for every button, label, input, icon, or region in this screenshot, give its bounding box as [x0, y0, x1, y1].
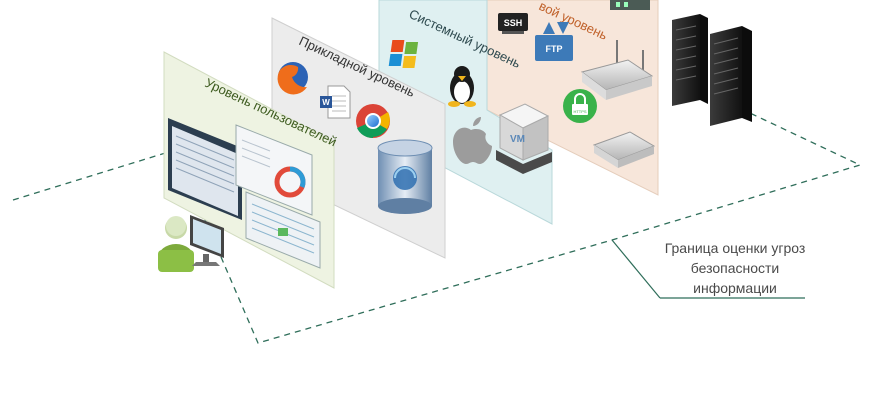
linux-tux-icon: [448, 66, 476, 107]
caption-leader-line: [611, 239, 661, 299]
svg-text:VM: VM: [510, 134, 525, 145]
svg-text:HTTPS: HTTPS: [573, 109, 586, 114]
svg-text:SSH: SSH: [504, 18, 523, 28]
boundary-line: [12, 79, 862, 344]
user-avatar-icon: [158, 216, 194, 272]
system-layer: Системный уровень VM: [378, 0, 553, 225]
boundary-caption-line-3: информации: [693, 280, 777, 296]
firefox-icon: [277, 62, 308, 95]
word-document-icon: W: [320, 85, 351, 119]
boundary-caption-line-1: Граница оценки угроз: [664, 240, 806, 256]
chrome-icon: [356, 104, 390, 139]
https-lock-icon: HTTPS: [563, 89, 597, 123]
virtual-machine-icon: VM: [496, 103, 552, 174]
router-icon: [580, 40, 654, 100]
report-screenshot: [245, 191, 321, 269]
boundary-caption-line-2: безопасности: [690, 260, 780, 276]
boundary-caption: Граница оценки угроз безопасности информ…: [640, 238, 830, 298]
dashboard-screenshot: [235, 124, 313, 216]
monitoring-screenshot: [168, 118, 242, 220]
database-icon: [377, 139, 433, 214]
network-appliance-icon: [592, 131, 656, 168]
network-card-icon: [610, 0, 650, 10]
server-rack-icon: [672, 14, 752, 126]
user-layer: Уровень пользователей: [163, 51, 339, 289]
apple-icon: [453, 117, 492, 164]
computer-monitor-icon: [190, 215, 224, 266]
network-layer: вой уровень SSH FTP: [486, 0, 659, 196]
ssh-icon: SSH: [498, 13, 528, 34]
windows-icon: [388, 40, 419, 68]
ftp-icon: FTP: [535, 22, 573, 61]
svg-text:W: W: [322, 98, 330, 107]
svg-text:FTP: FTP: [546, 44, 563, 54]
application-layer: Прикладной уровень W: [271, 17, 446, 259]
